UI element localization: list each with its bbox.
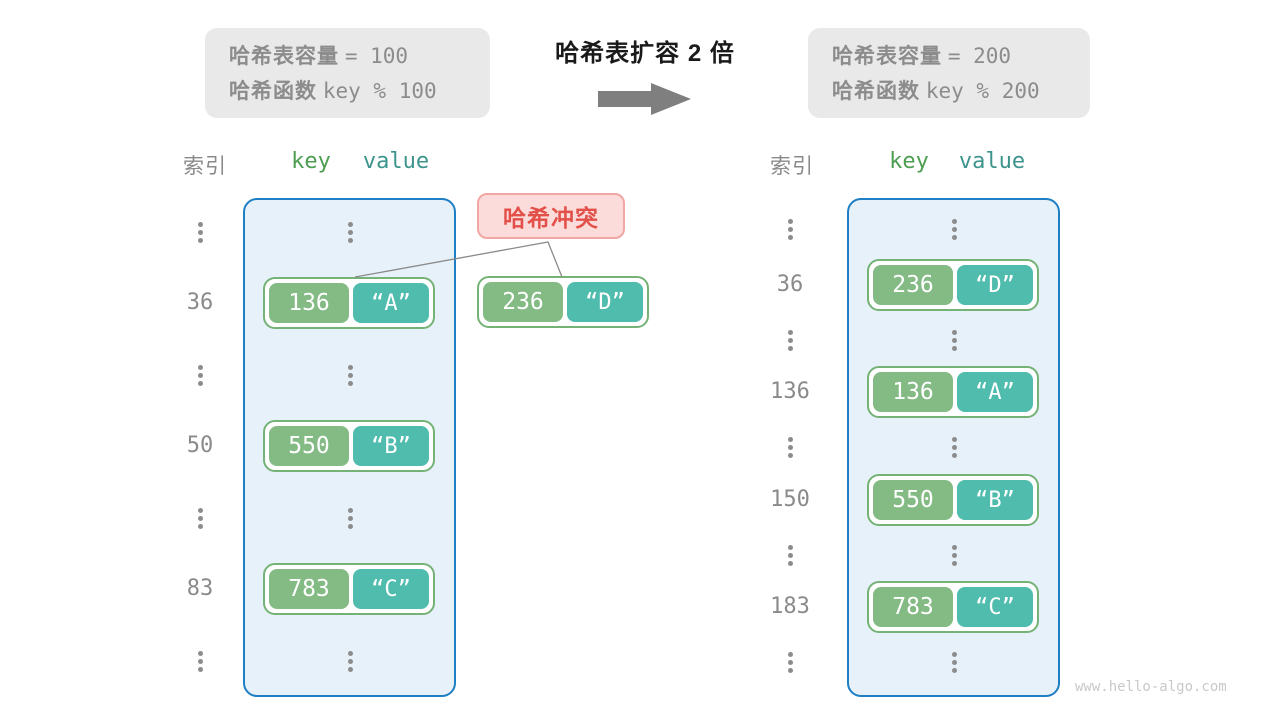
pair-value: “A”: [957, 372, 1033, 412]
pair-value: “A”: [353, 283, 429, 323]
vertical-ellipsis-icon: [787, 330, 793, 351]
key-column-header-left: key: [291, 149, 331, 174]
vertical-ellipsis-icon: [787, 545, 793, 566]
watermark: www.hello-algo.com: [1075, 679, 1227, 695]
kv-pair: 236 “D”: [867, 259, 1039, 311]
capacity-line: 哈希表容量 = 200: [832, 39, 1066, 74]
vertical-ellipsis-icon: [197, 508, 203, 529]
vertical-ellipsis-icon: [197, 651, 203, 672]
hash-function-value: key % 200: [925, 79, 1040, 103]
vertical-ellipsis-icon: [787, 652, 793, 673]
vertical-ellipsis-icon: [951, 330, 957, 351]
index-column-header-right: 索引: [770, 155, 814, 178]
kv-pair: 136 “A”: [867, 366, 1039, 418]
pair-key: 236: [483, 282, 563, 322]
pair-value: “B”: [957, 480, 1033, 520]
vertical-ellipsis-icon: [787, 219, 793, 240]
hash-collision-label: 哈希冲突: [477, 193, 625, 239]
hash-function-label: 哈希函数: [229, 80, 317, 103]
pair-key: 136: [873, 372, 953, 412]
vertical-ellipsis-icon: [347, 365, 353, 386]
vertical-ellipsis-icon: [951, 437, 957, 458]
index-label: 83: [186, 576, 214, 601]
pair-key: 136: [269, 283, 349, 323]
index-label: 36: [776, 272, 804, 297]
vertical-ellipsis-icon: [951, 652, 957, 673]
vertical-ellipsis-icon: [347, 222, 353, 243]
capacity-value: = 200: [947, 44, 1012, 68]
vertical-ellipsis-icon: [951, 219, 957, 240]
capacity-value: = 100: [344, 44, 409, 68]
index-label: 36: [186, 290, 214, 315]
capacity-info-box-after: 哈希表容量 = 200 哈希函数 key % 200: [808, 28, 1090, 118]
capacity-info-box-before: 哈希表容量 = 100 哈希函数 key % 100: [205, 28, 490, 118]
pair-key: 783: [873, 587, 953, 627]
index-label: 150: [770, 487, 810, 512]
capacity-line: 哈希表容量 = 100: [229, 39, 466, 74]
pair-value: “D”: [957, 265, 1033, 305]
expand-arrow-icon: [598, 83, 691, 115]
vertical-ellipsis-icon: [347, 508, 353, 529]
capacity-label: 哈希表容量: [229, 45, 339, 68]
pair-value: “C”: [353, 569, 429, 609]
vertical-ellipsis-icon: [951, 545, 957, 566]
hash-function-line: 哈希函数 key % 100: [229, 74, 466, 109]
index-label: 136: [770, 379, 810, 404]
hash-function-line: 哈希函数 key % 200: [832, 74, 1066, 109]
value-column-header-right: value: [958, 149, 1026, 174]
kv-pair: 550 “B”: [263, 420, 435, 472]
index-label: 50: [186, 433, 214, 458]
pair-value: “C”: [957, 587, 1033, 627]
pair-key: 236: [873, 265, 953, 305]
kv-pair: 783 “C”: [263, 563, 435, 615]
vertical-ellipsis-icon: [197, 222, 203, 243]
pair-key: 550: [269, 426, 349, 466]
key-column-header-right: key: [889, 149, 929, 174]
hash-function-value: key % 100: [322, 79, 437, 103]
hash-function-label: 哈希函数: [832, 80, 920, 103]
vertical-ellipsis-icon: [347, 651, 353, 672]
pair-key: 783: [269, 569, 349, 609]
kv-pair: 136 “A”: [263, 277, 435, 329]
pair-value: “B”: [353, 426, 429, 466]
pair-value: “D”: [567, 282, 643, 322]
index-column-header-left: 索引: [183, 155, 227, 178]
vertical-ellipsis-icon: [197, 365, 203, 386]
diagram-title: 哈希表扩容 2 倍: [555, 40, 735, 67]
kv-pair: 783 “C”: [867, 581, 1039, 633]
kv-pair-colliding: 236 “D”: [477, 276, 649, 328]
value-column-header-left: value: [362, 149, 430, 174]
capacity-label: 哈希表容量: [832, 45, 942, 68]
index-label: 183: [770, 594, 810, 619]
kv-pair: 550 “B”: [867, 474, 1039, 526]
vertical-ellipsis-icon: [787, 437, 793, 458]
pair-key: 550: [873, 480, 953, 520]
